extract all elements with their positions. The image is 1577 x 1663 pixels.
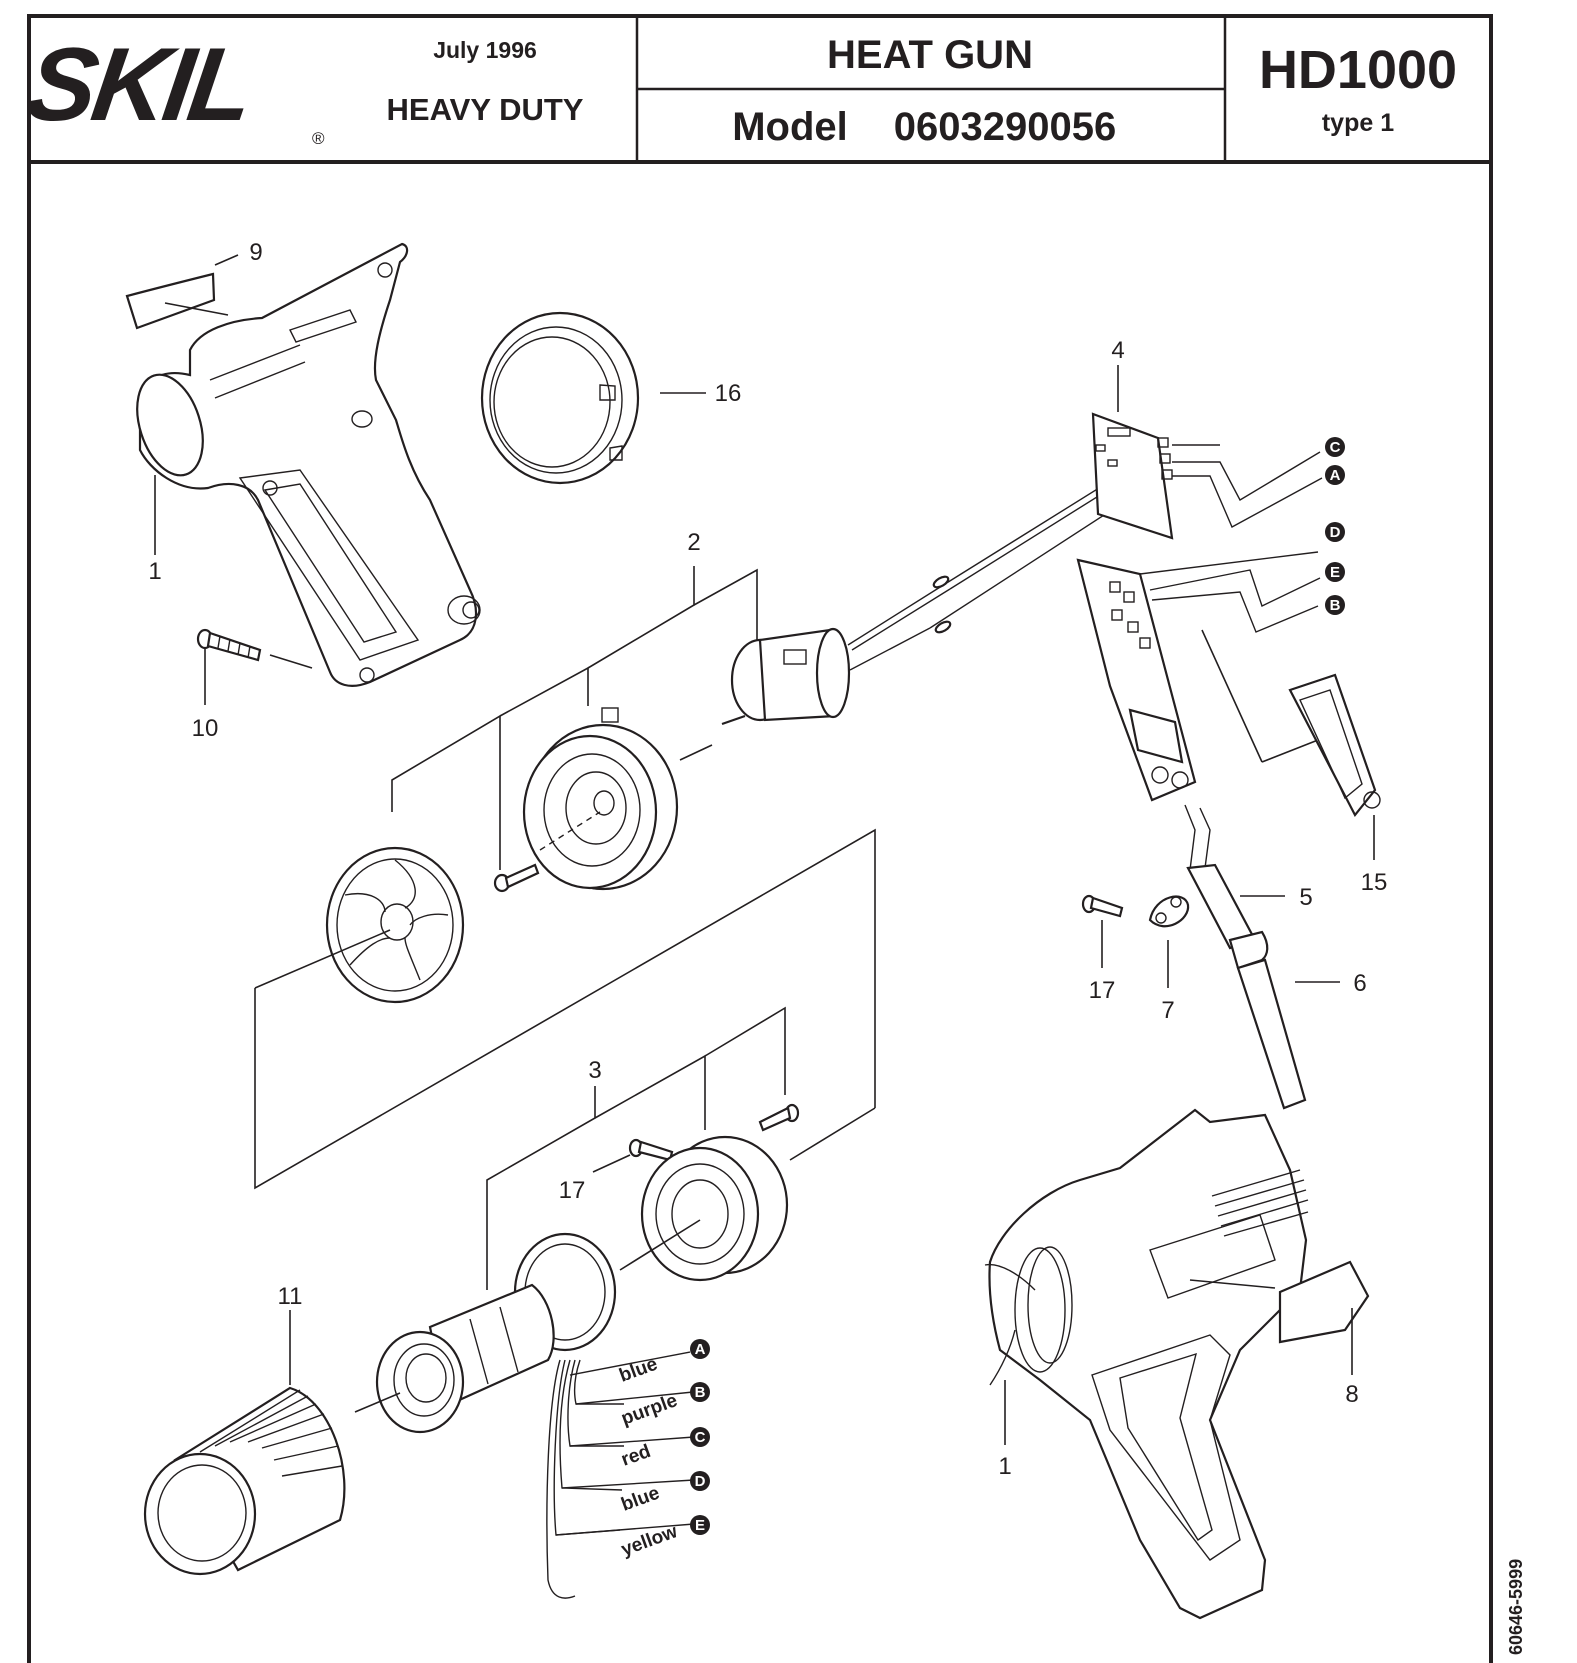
- callout-16: 16: [715, 380, 742, 407]
- connector-a-badge: [1325, 465, 1345, 485]
- part-1-housing-half: [136, 242, 481, 687]
- brand-logo-text: SKIL: [20, 26, 257, 142]
- connector-c-badge: [690, 1427, 710, 1447]
- callout-9: 9: [249, 239, 262, 266]
- connector-e-label: E: [695, 1517, 705, 1534]
- part-16-ring: [480, 311, 706, 485]
- connector-d-badge: [1325, 522, 1345, 542]
- connector-a-badge: [690, 1339, 710, 1359]
- assembled-heat-gun: [984, 1108, 1370, 1620]
- callout-17-lower: 17: [559, 1177, 586, 1204]
- connector-e-badge: [1325, 562, 1345, 582]
- part-3-heating-element: [254, 828, 876, 1599]
- callout-1-housing: 1: [148, 558, 161, 585]
- connector-e-label: E: [1330, 564, 1340, 581]
- element-connectors: A B C D E: [690, 1339, 710, 1535]
- product-code: HD1000: [1259, 40, 1457, 100]
- callout-15: 15: [1361, 869, 1388, 896]
- wire-label-blue-d: blue: [619, 1483, 663, 1516]
- part-5-6-cable: [1184, 804, 1340, 1110]
- connector-b-badge: [690, 1382, 710, 1402]
- part-9-label-plate: [125, 254, 239, 330]
- model-number: 0603290056: [894, 105, 1116, 149]
- callout-3: 3: [588, 1057, 601, 1084]
- skil-logo: SKIL ®: [20, 26, 325, 148]
- part-15-slide-button: [1288, 673, 1381, 860]
- connector-b-label: B: [695, 1384, 706, 1401]
- product-type: type 1: [1322, 109, 1394, 137]
- callout-7: 7: [1161, 997, 1174, 1024]
- part-11-nozzle-sleeve: [143, 1310, 401, 1576]
- connector-d-badge: [690, 1471, 710, 1491]
- callout-17-upper: 17: [1089, 977, 1116, 1004]
- part-10-screw: [196, 628, 313, 705]
- connector-c-badge: [1325, 437, 1345, 457]
- callout-10: 10: [192, 715, 219, 742]
- model-label: Model: [732, 105, 848, 149]
- wire-label-blue-a: blue: [617, 1354, 661, 1387]
- motor: [721, 454, 1159, 726]
- issue-date: July 1996: [433, 37, 537, 63]
- callout-4: 4: [1111, 337, 1124, 364]
- title-block: [27, 14, 1493, 1663]
- registered-mark: ®: [312, 129, 325, 148]
- part-callouts: 9 16 4 1 2 10 17 5 15 7 6 3 17 11 8 1: [148, 239, 1387, 1480]
- callout-6: 6: [1353, 970, 1366, 997]
- connector-a-label: A: [1330, 467, 1341, 484]
- connector-e-badge: [690, 1515, 710, 1535]
- connector-c-label: C: [695, 1429, 706, 1446]
- product-name: HEAT GUN: [827, 33, 1033, 77]
- part-17-screw-upper: [1081, 894, 1124, 968]
- callout-5: 5: [1299, 884, 1312, 911]
- connector-d-label: D: [1330, 524, 1341, 541]
- switch-connectors: C A D E B: [1325, 437, 1345, 615]
- part-4-switch: [1076, 365, 1323, 802]
- connector-d-label: D: [695, 1473, 706, 1490]
- callout-1-assembled: 1: [998, 1453, 1011, 1480]
- callout-8: 8: [1345, 1381, 1358, 1408]
- document-number: 60646-5999: [1506, 1559, 1526, 1655]
- connector-c-label: C: [1330, 439, 1341, 456]
- connector-b-badge: [1325, 595, 1345, 615]
- connector-a-label: A: [695, 1341, 706, 1358]
- callout-2: 2: [687, 529, 700, 556]
- product-line: HEAVY DUTY: [387, 92, 584, 127]
- part-2-fan-assembly: [254, 566, 758, 1004]
- callout-11: 11: [278, 1283, 303, 1310]
- part-7-cable-clamp: [1148, 895, 1190, 988]
- connector-b-label: B: [1330, 597, 1341, 614]
